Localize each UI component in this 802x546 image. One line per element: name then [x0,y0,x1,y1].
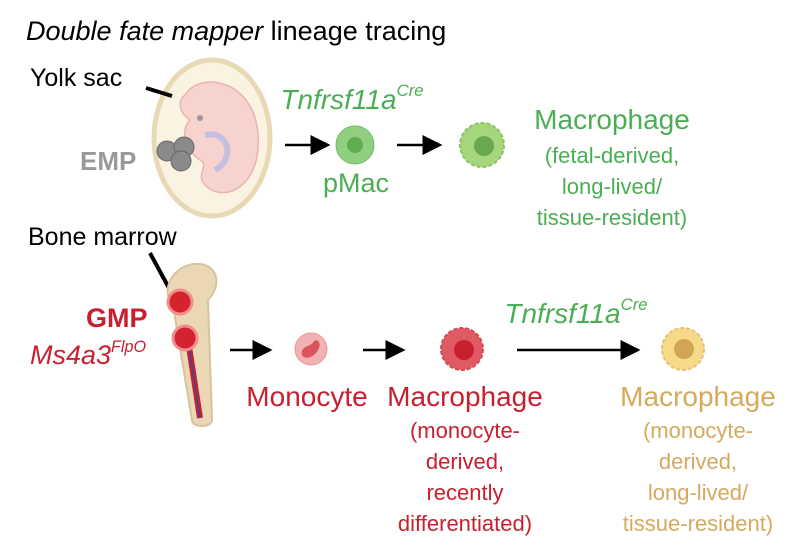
long-lived-macrophage-cell-icon [661,327,705,371]
desc-line: long-lived/ [561,174,663,199]
desc-line: tissue-resident) [622,511,774,536]
gene-name: Tnfrsf11a [280,84,397,115]
desc-line: recently [426,480,504,505]
emp-label: EMP [80,146,137,176]
yolk-sac-label: Yolk sac [30,64,123,92]
desc-line: (fetal-derived, [544,143,680,168]
desc-line: (monocyte- [642,418,754,443]
fetal-macrophage-description: (fetal-derived, long-lived/ tissue-resid… [537,140,687,233]
pmac-label: pMac [322,168,390,198]
bottom-tnfrsf-cre-label: Tnfrsf11aCre [504,297,647,329]
diagram-title: Double fate mapper lineage tracing [26,18,446,45]
gene-superscript: Cre [620,295,648,315]
long-lived-macrophage-description: (monocyte- derived, long-lived/ tissue-r… [623,415,773,539]
gene-name: Tnfrsf11a [504,298,621,329]
gene-superscript: FlpO [111,337,147,356]
long-lived-macrophage-label: Macrophage [620,381,776,412]
recent-macrophage-label: Macrophage [387,381,543,412]
bone-marrow-label: Bone marrow [28,223,177,251]
yolk-sac-embryo-illustration [151,57,273,219]
desc-line: (monocyte- [409,418,521,443]
pmac-cell-icon [335,125,375,165]
ms4a3-flpo-label: Ms4a3FlpO [30,339,146,370]
monocyte-label: Monocyte [246,381,368,412]
recent-macrophage-description: (monocyte- derived, recently differentia… [398,415,532,539]
fetal-macrophage-label: Macrophage [534,104,690,135]
desc-line: tissue-resident) [536,205,688,230]
bone-marrow-illustration [166,262,218,427]
fetal-macrophage-cell-icon [459,122,505,168]
recent-macrophage-cell-icon [440,327,484,371]
gene-name: Ms4a3 [30,340,112,370]
desc-line: differentiated) [397,511,533,536]
desc-line: long-lived/ [647,480,749,505]
monocyte-cell-icon [294,332,328,366]
desc-line: derived, [658,449,738,474]
gene-superscript: Cre [396,81,424,101]
desc-line: derived, [425,449,505,474]
title-rest: lineage tracing [263,16,447,46]
emp-cells [156,136,195,172]
top-tnfrsf-cre-label: Tnfrsf11aCre [280,83,423,115]
bone-marrow-pointer [148,252,172,291]
title-italic: Double fate mapper [26,16,264,46]
gmp-label: GMP [86,303,148,333]
yolk-sac-pointer [145,86,173,98]
